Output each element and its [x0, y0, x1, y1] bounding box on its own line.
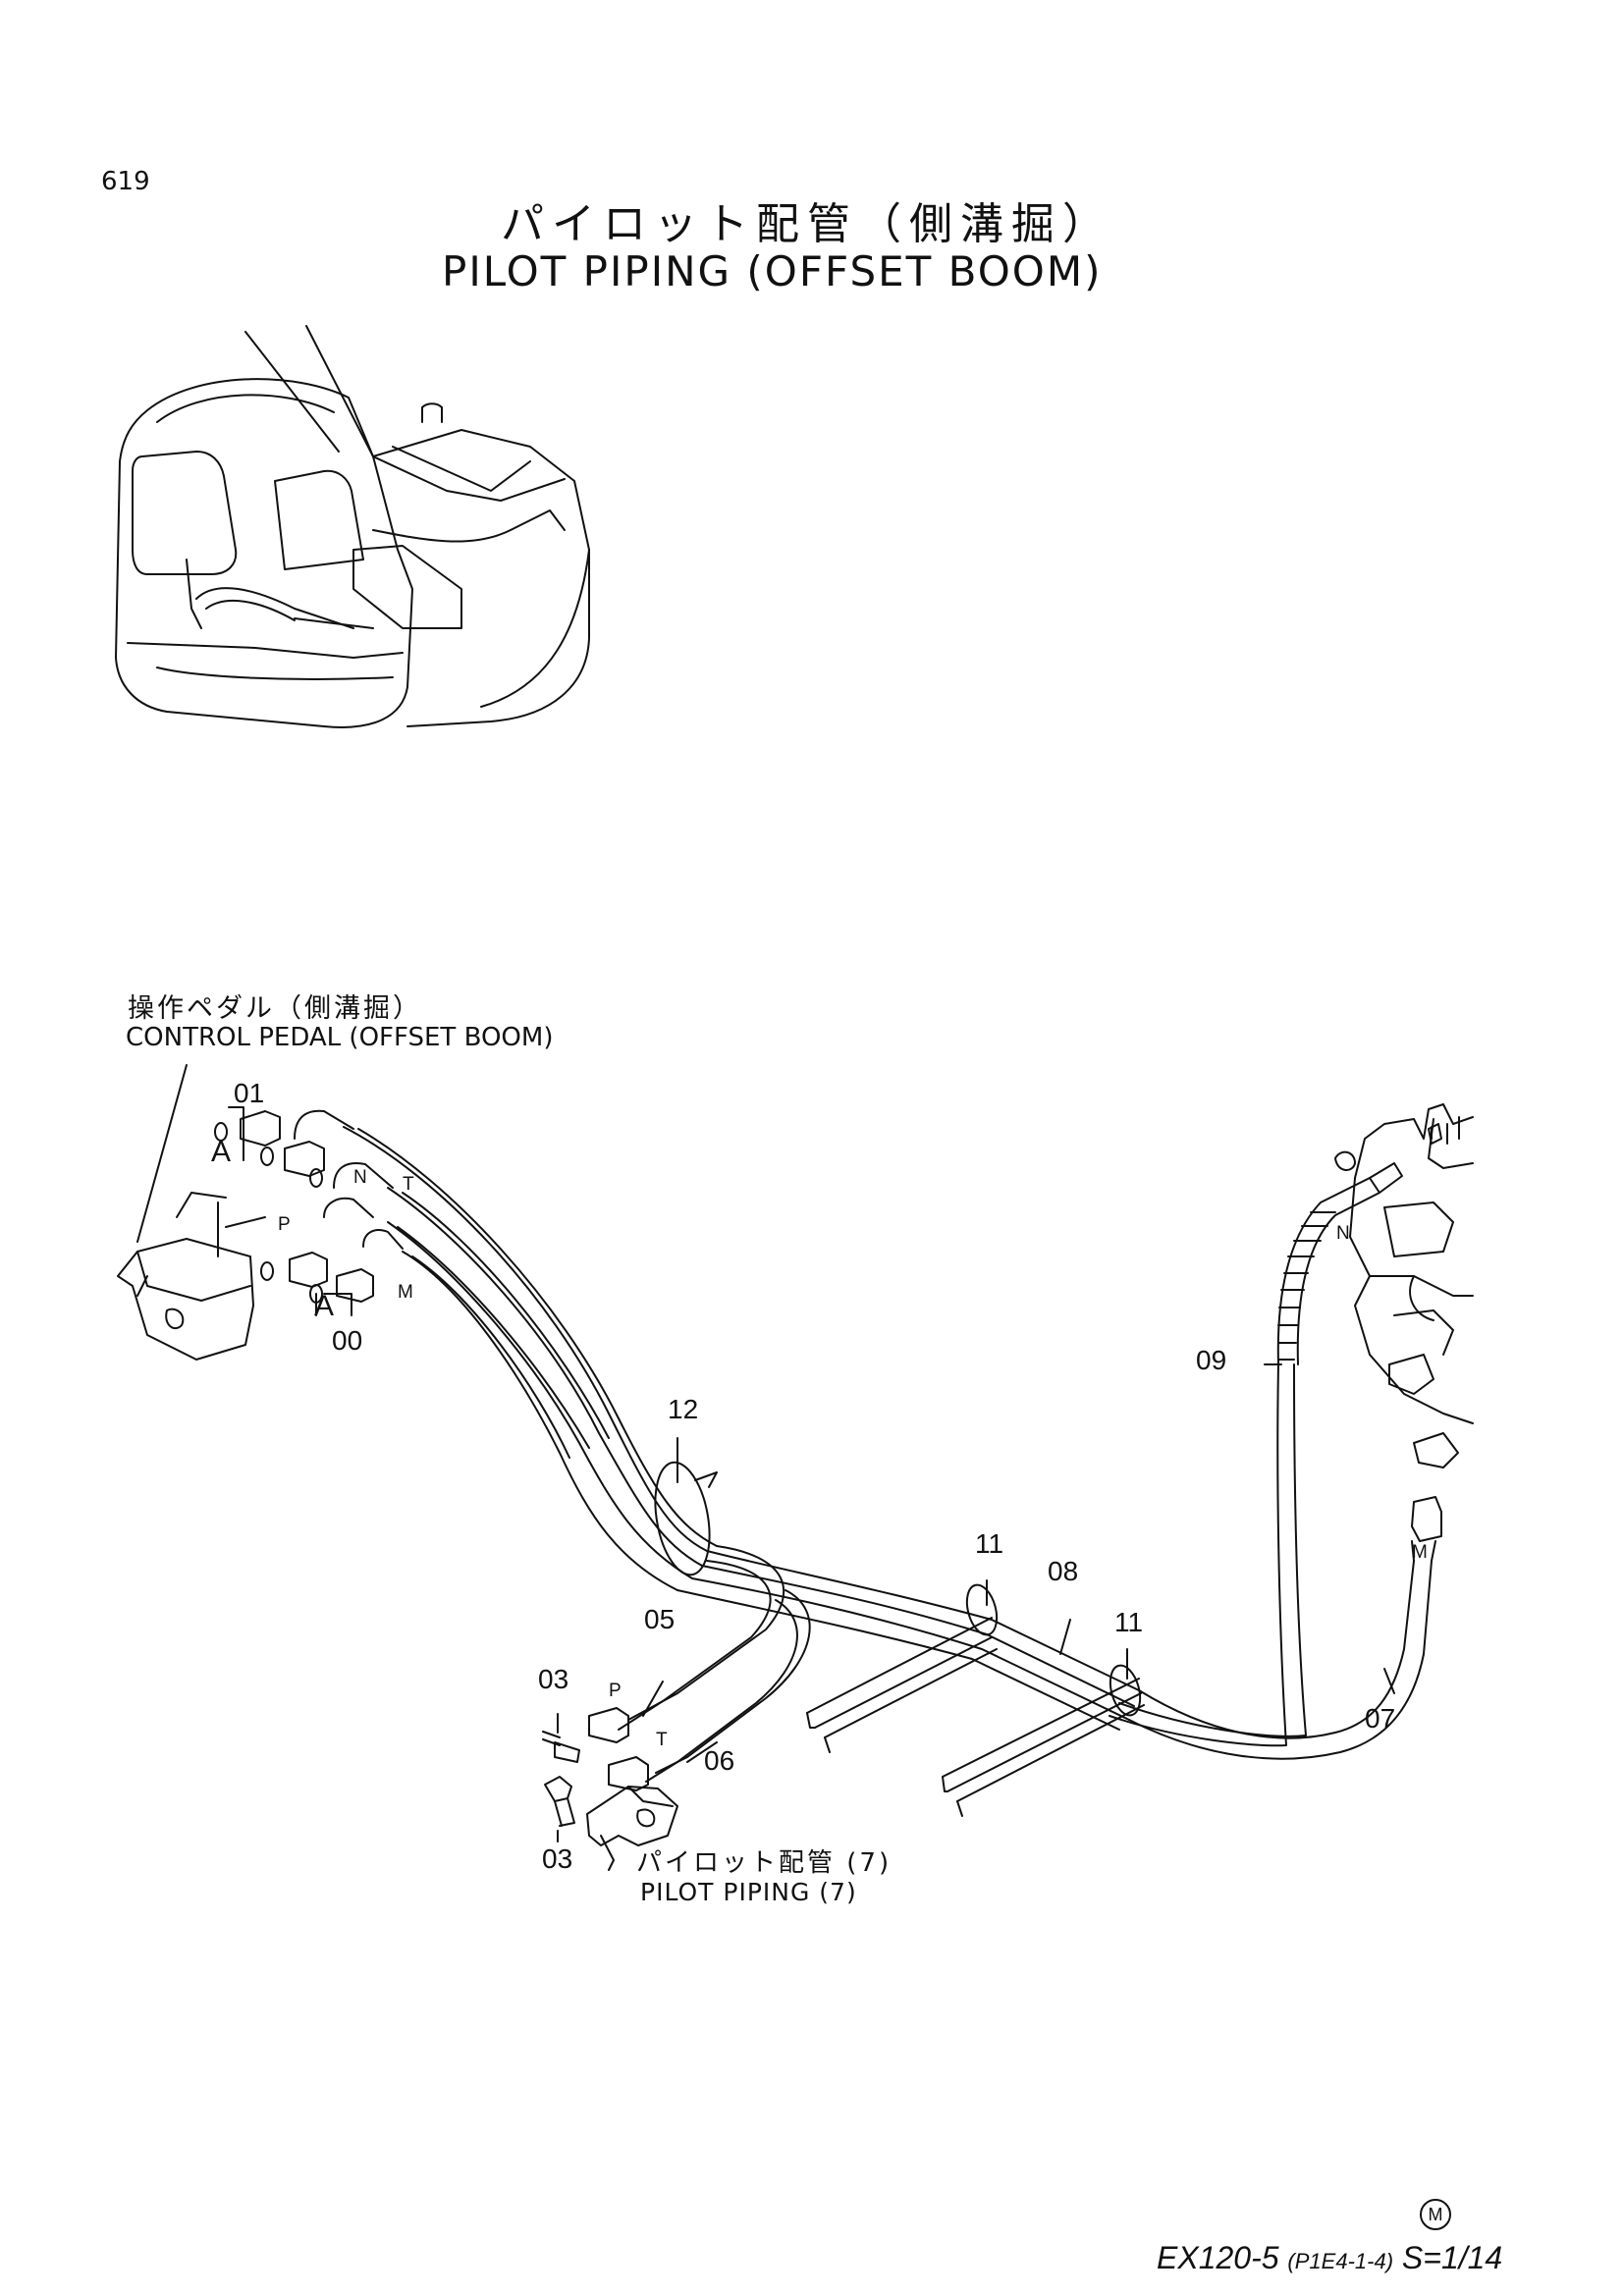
port-label-p-left: P	[278, 1214, 291, 1235]
part-number-11-left: 11	[975, 1528, 1004, 1559]
section-marker-a-lower: A	[314, 1290, 334, 1322]
part-number-09: 09	[1196, 1345, 1227, 1375]
footer-model: EX120-5	[1157, 2240, 1279, 2275]
part-number-03-upper: 03	[538, 1664, 569, 1694]
page-title: PILOT PIPING (OFFSET BOOM)	[442, 247, 1103, 295]
part-number-12: 12	[668, 1394, 699, 1424]
port-label-m-left: M	[398, 1282, 413, 1303]
part-number-05: 05	[644, 1604, 676, 1634]
part-number-06: 06	[704, 1745, 735, 1776]
port-label-t-top: T	[403, 1174, 414, 1195]
part-number-03-lower: 03	[542, 1843, 573, 1874]
footer-model-code: EX120-5 (P1E4-1-4) S=1/14	[1157, 2240, 1502, 2276]
pilot-piping-7-label: PILOT PIPING (7)	[640, 1878, 857, 1906]
part-number-07: 07	[1365, 1703, 1396, 1734]
port-label-n-right: N	[1336, 1223, 1350, 1244]
part-number-00: 00	[332, 1325, 363, 1356]
page-title-japanese: パイロット配管（側溝掘）	[501, 199, 1113, 249]
port-label-m-right: M	[1412, 1542, 1428, 1563]
excavator-overview-illustration	[115, 325, 590, 728]
port-label-n-top: N	[353, 1167, 367, 1188]
port-label-t-bottom: T	[656, 1730, 668, 1750]
m-circle-badge: M	[1420, 2199, 1451, 2230]
control-pedal-label-japanese: 操作ペダル（側溝掘）	[128, 993, 422, 1024]
part-number-08: 08	[1048, 1556, 1079, 1586]
footer-scale: S=1/14	[1401, 2240, 1503, 2275]
control-valve-assembly	[1334, 1103, 1474, 1468]
section-marker-a-upper: A	[211, 1136, 231, 1168]
port-label-p-bottom: P	[609, 1681, 622, 1701]
part-number-01: 01	[234, 1078, 265, 1108]
footer-figure-code: (P1E4-1-4)	[1287, 2249, 1394, 2273]
page-number: 619	[101, 167, 150, 196]
part-number-11-right: 11	[1114, 1607, 1144, 1637]
control-pedal-block	[117, 1064, 266, 1361]
control-pedal-label: CONTROL PEDAL (OFFSET BOOM)	[126, 1023, 554, 1052]
pilot-piping-7-label-japanese: パイロット配管 (7)	[636, 1848, 893, 1878]
